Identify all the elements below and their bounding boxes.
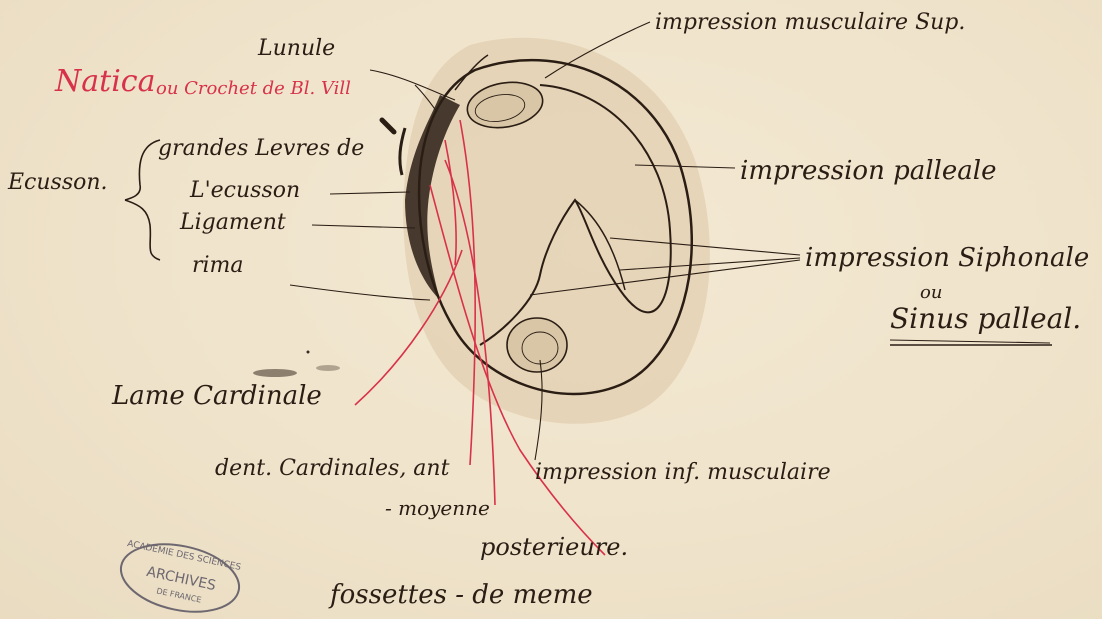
- label-ou: ou: [920, 284, 942, 302]
- label-posterieure: posterieure.: [480, 535, 628, 559]
- label-dents-cardinales: dent. Cardinales, ant: [215, 458, 449, 480]
- label-sinus-palleal: Sinus palleal.: [890, 305, 1081, 333]
- label-impression-musculaire-sup: impression musculaire Sup.: [655, 12, 965, 34]
- ecusson-brace-top: [125, 140, 160, 200]
- label-moyenne: - moyenne: [385, 498, 490, 518]
- label-crochet: ou Crochet de Bl. Vill: [156, 80, 351, 98]
- label-impression-palleale: impression palleale: [740, 158, 996, 184]
- label-impression-siphonale: impression Siphonale: [805, 245, 1089, 271]
- label-impression-inf: impression inf. musculaire: [535, 462, 831, 484]
- label-rima: rima: [192, 255, 244, 277]
- label-natica: Natica: [55, 67, 155, 97]
- archive-stamp: ACADEMIE DES SCIENCES ARCHIVES DE FRANCE: [116, 543, 244, 613]
- label-lunule: Lunule: [258, 38, 335, 60]
- ecusson-brace-bottom: [125, 200, 160, 260]
- label-lame-cardinale: Lame Cardinale: [112, 383, 322, 409]
- label-ligament: Ligament: [180, 212, 286, 234]
- label-ecusson: Ecusson.: [8, 172, 108, 194]
- label-grandes-levres: grandes Levres de: [158, 138, 364, 160]
- label-l-ecusson: L'ecusson: [190, 180, 300, 202]
- label-fossettes: fossettes - de meme: [330, 582, 593, 608]
